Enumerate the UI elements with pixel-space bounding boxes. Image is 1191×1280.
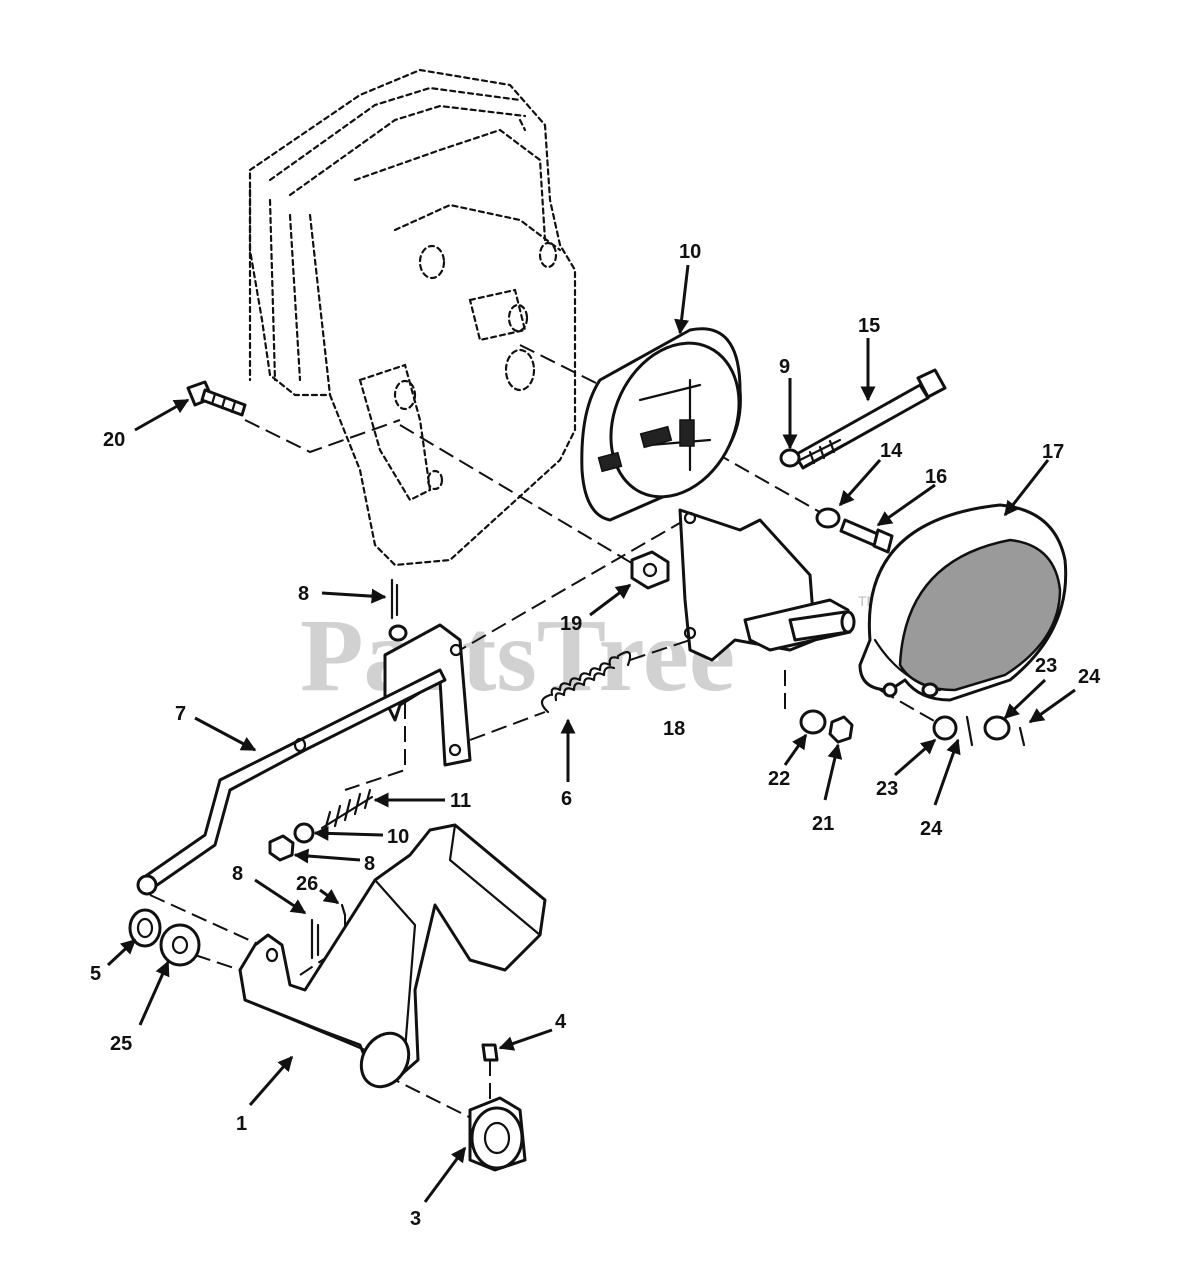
callout-arrows	[106, 264, 1076, 1203]
callout-4: 4	[555, 1011, 567, 1033]
cotter-pin-part-8-top	[390, 578, 399, 620]
callout-7: 7	[175, 703, 186, 725]
callout-19: 19	[560, 613, 582, 635]
callout-labels: 10 15 9 14 16 17 20 8 19 7 6 18 11 10 8 …	[90, 241, 1101, 1230]
washer-part-23-left	[932, 715, 958, 741]
nut-part-21	[828, 715, 854, 744]
washer-part-10-lower	[293, 822, 315, 844]
bolt-part-15	[793, 368, 947, 470]
callout-18: 18	[663, 718, 685, 740]
pedal-arm-part-1	[238, 823, 547, 1089]
callout-26: 26	[296, 873, 318, 895]
washer-part-22	[799, 709, 827, 735]
compression-spring-part-11	[320, 788, 374, 832]
washer-part-10-top	[779, 448, 801, 468]
callout-17: 17	[1042, 441, 1064, 463]
pin-part-24-right	[1018, 726, 1026, 747]
callout-1: 1	[236, 1113, 247, 1135]
callout-11: 11	[450, 790, 471, 812]
callout-8-lower: 8	[232, 863, 243, 885]
callout-16: 16	[925, 466, 947, 488]
washer-part-14	[815, 507, 841, 529]
brake-lever-arm	[383, 623, 472, 767]
callout-6: 6	[561, 788, 572, 810]
callout-10-lower: 10	[387, 826, 409, 848]
engine-housing-phantom	[248, 68, 577, 567]
partstree-watermark: PartsTree	[300, 598, 735, 713]
washer-part-23-right	[983, 715, 1011, 741]
callout-13: 10	[679, 241, 701, 263]
callout-10-top: 9	[779, 356, 790, 378]
callout-15: 15	[858, 315, 880, 337]
bolt-part-20	[186, 380, 247, 417]
callout-23-left: 23	[876, 778, 898, 800]
callout-23-right: 23	[1035, 655, 1057, 677]
callout-21: 21	[812, 813, 834, 835]
brake-band-part-17	[858, 503, 1068, 702]
pin-part-24-left	[965, 715, 974, 747]
bolt-part-16	[839, 518, 894, 554]
callout-22: 22	[768, 768, 790, 790]
nut-part-9	[268, 834, 295, 862]
pin-part-26	[340, 903, 347, 917]
callout-3: 3	[410, 1208, 421, 1230]
set-screw-part-4	[481, 1043, 499, 1062]
callout-24-right: 24	[1078, 666, 1101, 688]
pulley-part-13	[580, 327, 742, 522]
spring-part-6	[540, 651, 632, 714]
callout-20: 20	[103, 429, 125, 451]
bracket-part-18	[678, 508, 856, 662]
cotter-pin-part-8-lower	[310, 918, 320, 960]
callout-25: 25	[110, 1033, 132, 1055]
callout-14: 14	[880, 440, 903, 462]
washer-part-25	[159, 923, 201, 967]
callout-9: 8	[364, 853, 375, 875]
brake-rod-part-7	[136, 668, 447, 896]
callout-8-top: 8	[298, 583, 309, 605]
collar-part-3	[468, 1096, 527, 1172]
callout-24-left: 24	[920, 818, 943, 840]
collar-part-5	[128, 908, 162, 948]
nut-part-19	[630, 550, 670, 590]
callout-5: 5	[90, 963, 101, 985]
